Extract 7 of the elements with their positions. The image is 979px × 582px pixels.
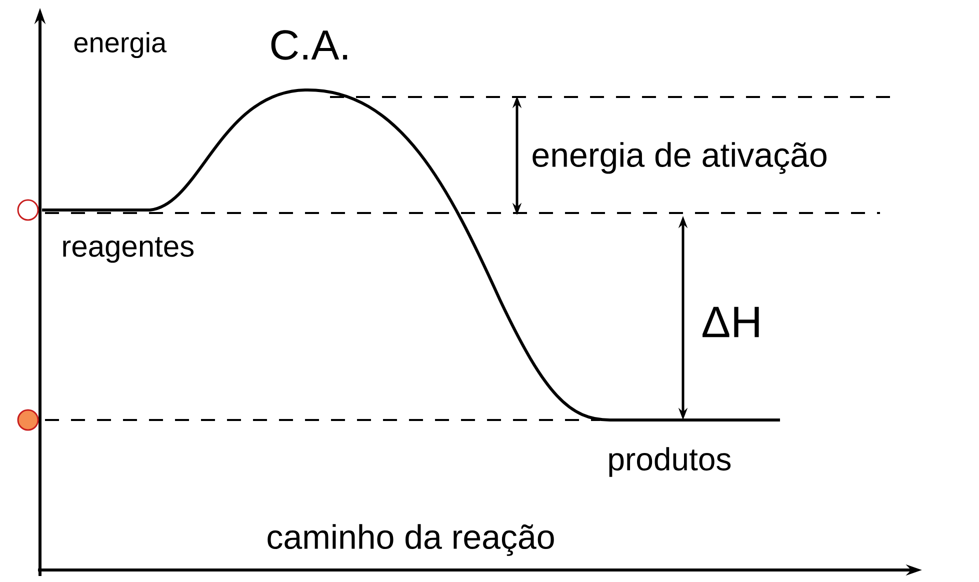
level-label: produtos (609, 447, 731, 477)
dimension-label: ΔH (702, 306, 759, 338)
peak-label: C.A. (271, 30, 348, 60)
dimension-label: energia de ativação (532, 142, 826, 174)
axis-label: caminho da reação (268, 524, 554, 556)
axis-label: energia (74, 32, 167, 58)
level-label: reagentes (63, 237, 194, 263)
